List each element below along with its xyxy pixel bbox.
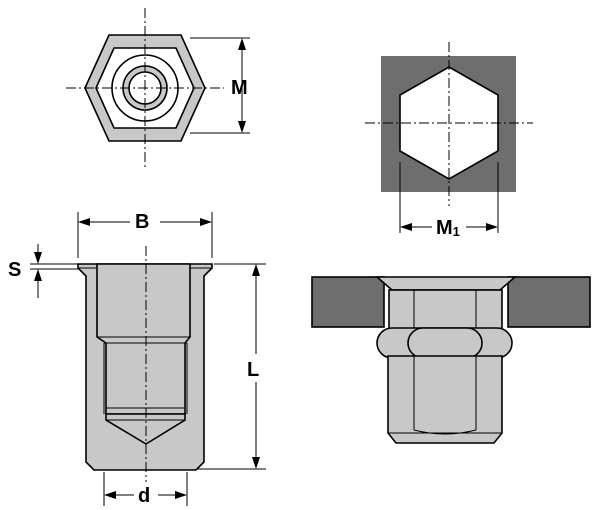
hole-view xyxy=(365,42,533,206)
rivet-bulge-center xyxy=(407,327,483,359)
dimension-m: M xyxy=(190,37,250,134)
section-bore xyxy=(96,263,191,415)
dimension-s: S xyxy=(8,244,78,298)
label-d: d xyxy=(138,485,150,507)
top-view-hex xyxy=(66,8,224,168)
rivet-lower-body xyxy=(387,355,503,444)
section-view xyxy=(77,246,213,505)
label-m: M xyxy=(231,77,248,99)
plate-right xyxy=(507,276,591,328)
plate-left xyxy=(311,276,385,328)
dimension-m1: M1 xyxy=(399,162,499,239)
dimension-d: d xyxy=(103,472,188,508)
installed-view xyxy=(311,276,591,444)
label-s: S xyxy=(8,259,21,281)
dimension-b: B xyxy=(77,207,213,258)
label-b: B xyxy=(135,211,149,233)
rivet-flange xyxy=(374,276,518,291)
label-l: L xyxy=(247,359,259,381)
dimension-l: L xyxy=(198,263,268,470)
label-m1: M1 xyxy=(436,217,460,239)
rivet-shank-in-plate xyxy=(388,289,503,331)
